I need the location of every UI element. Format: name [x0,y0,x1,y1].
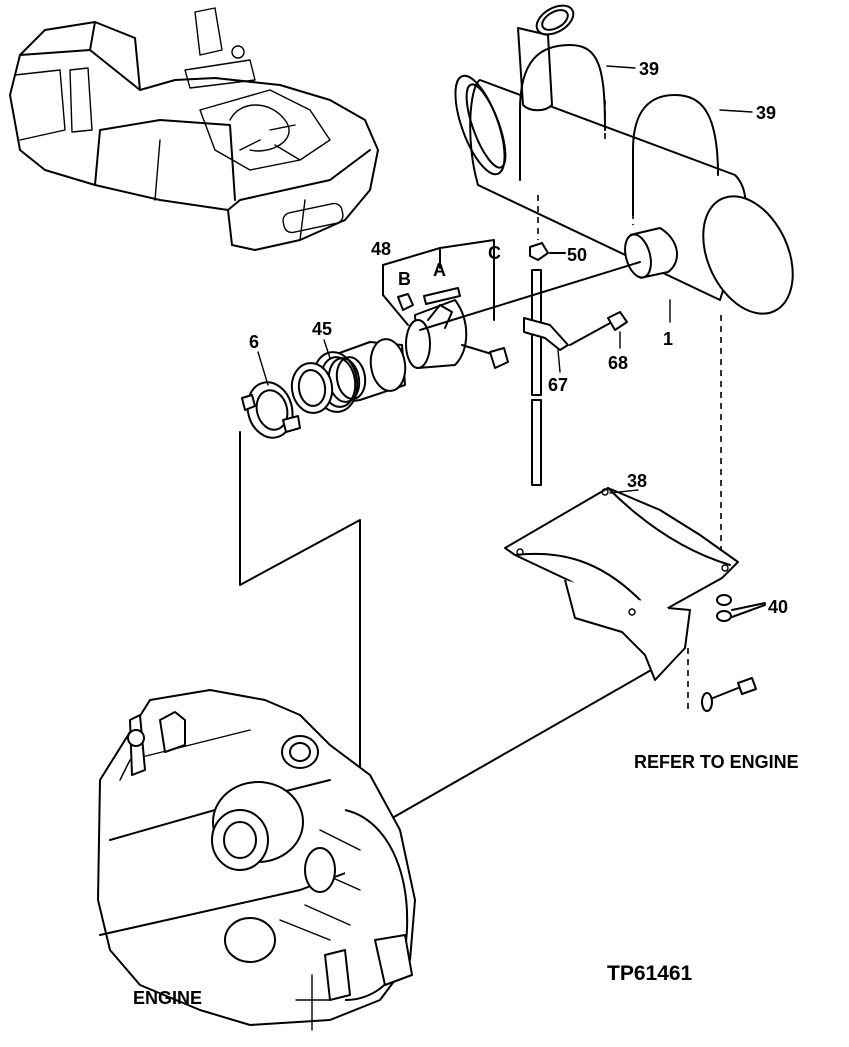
engine-illustration [97,689,416,1031]
bolt-and-washer [687,648,757,712]
leader-39b [719,109,753,113]
label-engine: ENGINE [133,988,202,1008]
callout-40: 40 [768,597,788,617]
routing-line-clamp-to-engine [239,431,361,776]
nuts-40 [716,594,766,622]
nut-50 [529,242,566,261]
leader-45 [323,339,331,359]
callout-68: 68 [608,353,628,373]
figure-id: TP61461 [607,962,693,985]
heat-shield-bracket-38 [504,487,739,681]
flex-pipe-45 [290,338,407,414]
u-bolt-39-rear [632,94,719,225]
callout-b: B [398,269,411,289]
leader-67 [557,349,561,373]
callout-1: 1 [663,329,673,349]
callout-45: 45 [312,319,332,339]
callout-50: 50 [567,245,587,265]
callout-39-lower: 39 [756,103,776,123]
callout-38: 38 [627,471,647,491]
leader-6 [257,351,269,386]
callout-6: 6 [249,332,259,352]
callout-c: C [488,243,501,263]
strap-rod-67 [523,269,569,486]
routing-line-pipe-to-muffler [419,261,641,331]
routing-line-bracket-to-engine [379,664,661,826]
callout-48: 48 [371,239,391,259]
note-refer-to-engine: REFER TO ENGINE [634,752,799,772]
leader-39a [606,65,636,69]
bolt-68 [569,311,628,346]
callout-39-upper: 39 [639,59,659,79]
clamp-6 [241,381,301,439]
clamp-48 [397,287,509,369]
leader-38 [609,489,639,494]
callout-bracket-48 [382,239,495,326]
excavator-overview-illustration [9,7,379,251]
callout-67: 67 [548,375,568,395]
u-bolt-39-front [519,44,606,181]
callout-a: A [433,260,446,280]
muffler [454,4,794,315]
